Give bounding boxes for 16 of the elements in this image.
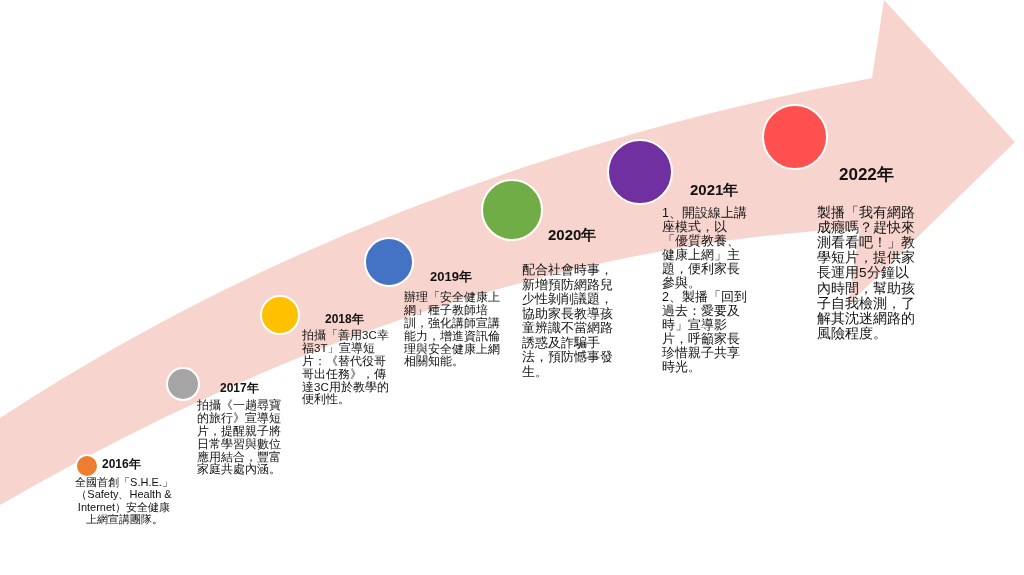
milestone-description: 製播「我有網路成癮嗎？趕快來測看看吧！」教學短片，提供家長運用5分鐘以內時間，幫助孩子自我檢測，了解其沈迷網路的風險程度。 <box>817 205 916 341</box>
milestone-description: 辦理「安全健康上網」種子教師培訓，強化講師宣講能力，增進資訊倫理與安全健康上網相關知能。 <box>404 291 501 369</box>
milestone-description: 全國首創「S.H.E.」（Safety、Health & Internet）安全健康上網宣講團隊。 <box>74 476 174 526</box>
year-label: 2017年 <box>220 380 259 397</box>
year-label: 2018年 <box>325 311 364 328</box>
milestone-description: 1、開設線上講座模式，以「優質教養、健康上網」主題，便利家長參與。 <box>662 206 748 290</box>
milestone-description: 拍攝「善用3C幸福3T」宣導短片：《替代役哥哥出任務》，傳達3C用於教學的便利性。 <box>302 329 390 407</box>
year-label: 2016年 <box>102 456 141 473</box>
year-label: 2020年 <box>548 226 597 245</box>
milestone-description: 配合社會時事，新增預防網路兒少性剝削議題，協助家長教導孩童辨識不當網路誘惑及詐騙手法，預防憾事發生。 <box>522 263 614 380</box>
year-label: 2021年 <box>690 181 739 200</box>
year-label: 2022年 <box>839 164 894 186</box>
milestone-circle <box>75 454 99 478</box>
year-label: 2019年 <box>430 268 472 286</box>
milestone-description: 拍攝《一趟尋寶的旅行》宣導短片，提醒親子將日常學習與數位應用結合，豐富家庭共處內涵。 <box>197 399 282 477</box>
milestone-description: 2、製播「回到過去：愛要及時」宣導影片，呼籲家長珍惜親子共享時光。 <box>662 290 748 374</box>
